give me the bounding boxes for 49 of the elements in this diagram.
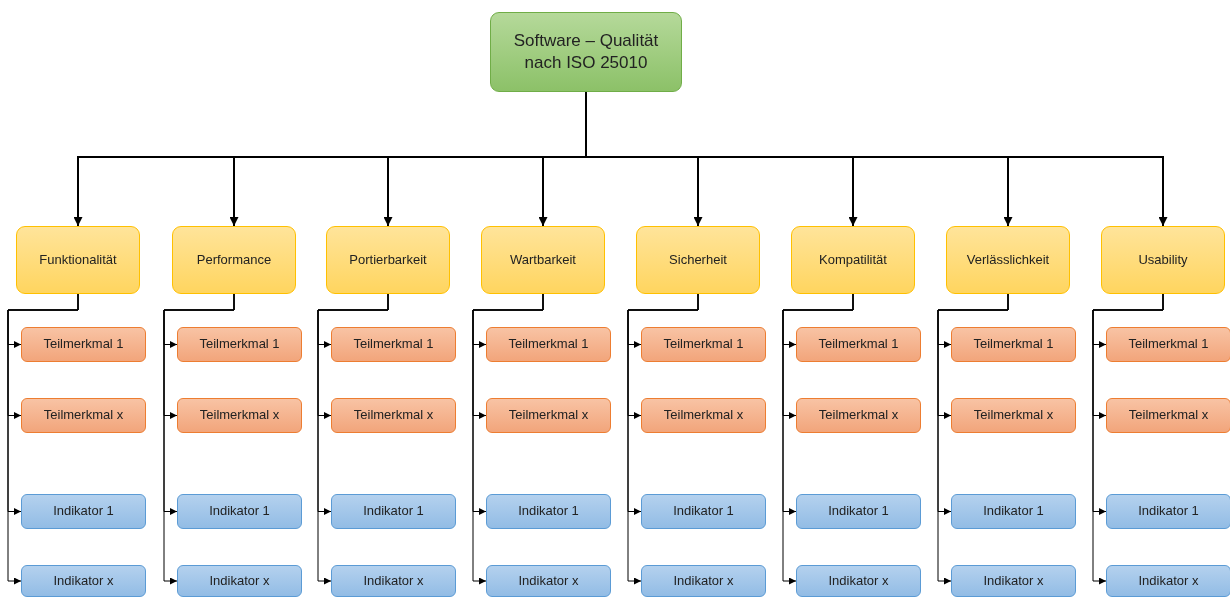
arrow (317, 293, 389, 585)
subcharacteristic-box: Teilmerkmal 1 (641, 327, 766, 362)
category-box: Portierbarkeit (326, 226, 450, 294)
subcharacteristic-box: Teilmerkmal x (331, 398, 456, 433)
subcharacteristic-box: Teilmerkmal 1 (951, 327, 1076, 362)
indicator-box: Indikator x (486, 565, 611, 597)
indicator-box: Indikator 1 (796, 494, 921, 529)
indicator-box: Indikator x (331, 565, 456, 597)
category-box: Wartbarkeit (481, 226, 605, 294)
indicator-box: Indikator 1 (331, 494, 456, 529)
arrow (782, 293, 854, 585)
category-box: Kompatilität (791, 226, 915, 294)
arrow (472, 293, 544, 585)
category-box: Verlässlichkeit (946, 226, 1070, 294)
subcharacteristic-box: Teilmerkmal x (641, 398, 766, 433)
arrow (1092, 293, 1164, 585)
subcharacteristic-box: Teilmerkmal x (21, 398, 146, 433)
indicator-box: Indikator 1 (951, 494, 1076, 529)
subcharacteristic-box: Teilmerkmal 1 (331, 327, 456, 362)
category-box: Performance (172, 226, 296, 294)
category-box: Funktionalität (16, 226, 140, 294)
indicator-box: Indikator x (951, 565, 1076, 597)
category-box: Usability (1101, 226, 1225, 294)
subcharacteristic-box: Teilmerkmal x (1106, 398, 1230, 433)
subcharacteristic-box: Teilmerkmal 1 (796, 327, 921, 362)
arrow (163, 293, 235, 585)
subcharacteristic-box: Teilmerkmal 1 (486, 327, 611, 362)
arrow (937, 293, 1009, 585)
indicator-box: Indikator 1 (21, 494, 146, 529)
subcharacteristic-box: Teilmerkmal x (796, 398, 921, 433)
indicator-box: Indikator x (641, 565, 766, 597)
subcharacteristic-box: Teilmerkmal x (951, 398, 1076, 433)
arrow (7, 293, 79, 585)
subcharacteristic-box: Teilmerkmal 1 (1106, 327, 1230, 362)
category-box: Sicherheit (636, 226, 760, 294)
subcharacteristic-box: Teilmerkmal x (177, 398, 302, 433)
indicator-box: Indikator x (177, 565, 302, 597)
indicator-box: Indikator x (1106, 565, 1230, 597)
indicator-box: Indikator 1 (486, 494, 611, 529)
indicator-box: Indikator x (21, 565, 146, 597)
root-box: Software – Qualität nach ISO 25010 (490, 12, 682, 92)
arrow (627, 293, 699, 585)
subcharacteristic-box: Teilmerkmal 1 (21, 327, 146, 362)
indicator-box: Indikator 1 (1106, 494, 1230, 529)
indicator-box: Indikator x (796, 565, 921, 597)
indicator-box: Indikator 1 (641, 494, 766, 529)
indicator-box: Indikator 1 (177, 494, 302, 529)
subcharacteristic-box: Teilmerkmal 1 (177, 327, 302, 362)
subcharacteristic-box: Teilmerkmal x (486, 398, 611, 433)
